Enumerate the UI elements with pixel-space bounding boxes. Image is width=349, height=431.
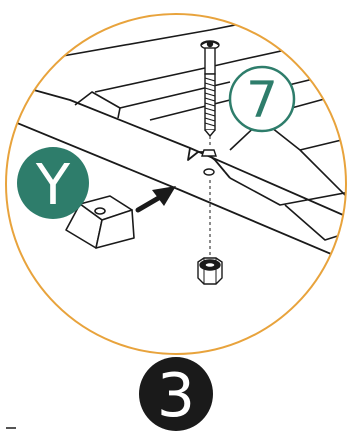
arrow-icon	[138, 186, 176, 210]
step-number: 3	[157, 361, 195, 431]
part-label-badge: 7	[230, 67, 294, 131]
washer	[202, 150, 216, 156]
callout-label: Y	[35, 153, 71, 218]
part-label: 7	[246, 71, 278, 129]
nut-icon	[198, 258, 222, 284]
step-number-badge: 3	[139, 357, 213, 431]
bolt-hole	[204, 169, 214, 175]
callout-badge: Y	[17, 147, 89, 219]
